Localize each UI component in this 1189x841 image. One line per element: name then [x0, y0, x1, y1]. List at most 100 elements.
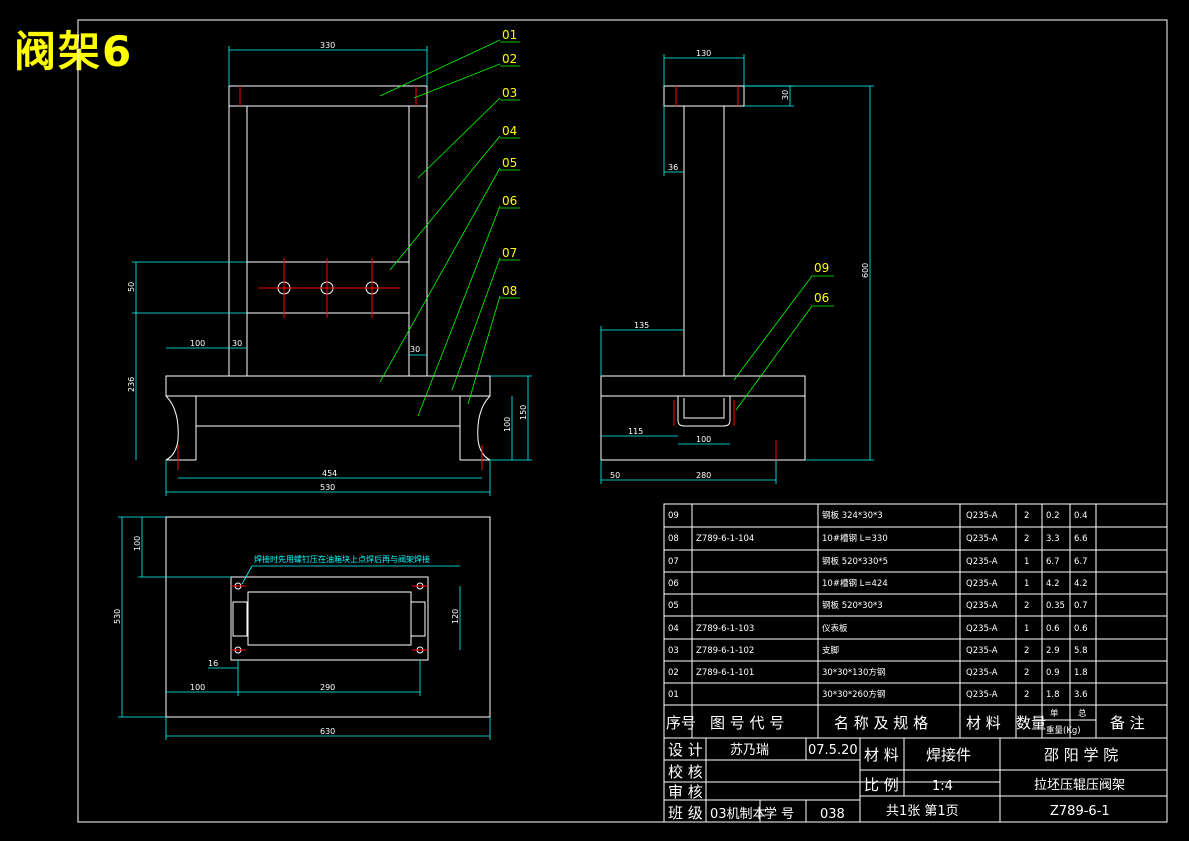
balloon-05: 05	[502, 156, 517, 170]
svg-text:0.6: 0.6	[1074, 624, 1088, 634]
svg-text:Z789-6-1-101: Z789-6-1-101	[696, 668, 754, 678]
header-no: 序号	[666, 714, 696, 732]
svg-text:3.6: 3.6	[1074, 690, 1088, 700]
dim-side-280: 280	[696, 471, 711, 480]
dim-top-630: 630	[320, 727, 335, 736]
svg-text:仪表板: 仪表板	[822, 623, 848, 634]
dim-front-454: 454	[322, 469, 337, 478]
svg-text:03: 03	[668, 646, 679, 656]
svg-text:09: 09	[668, 511, 679, 521]
school-name: 邵 阳 学 院	[1044, 746, 1118, 764]
balloon-02: 02	[502, 52, 517, 66]
balloon-09: 09	[814, 261, 829, 275]
dim-front-330: 330	[320, 41, 335, 50]
svg-text:钢板 324*30*3: 钢板 324*30*3	[822, 510, 883, 521]
svg-text:08: 08	[668, 534, 679, 544]
svg-text:0.35: 0.35	[1046, 601, 1065, 611]
svg-text:07: 07	[668, 557, 679, 567]
drawing-border	[77, 19, 1168, 823]
svg-text:2: 2	[1024, 601, 1029, 611]
svg-text:04: 04	[668, 624, 679, 634]
svg-text:6.7: 6.7	[1046, 557, 1060, 567]
dim-side-600: 600	[861, 263, 870, 278]
svg-text:Q235-A: Q235-A	[966, 511, 998, 521]
svg-text:2: 2	[1024, 534, 1029, 544]
svg-text:Q235-A: Q235-A	[966, 534, 998, 544]
header-total: 总	[1078, 708, 1087, 719]
dim-front-150: 150	[519, 405, 528, 420]
check-label: 校 核	[668, 763, 703, 781]
svg-text:3.3: 3.3	[1046, 534, 1060, 544]
dim-top-120: 120	[451, 609, 460, 624]
svg-text:Q235-A: Q235-A	[966, 601, 998, 611]
dim-side-130: 130	[696, 49, 711, 58]
dim-top-100b: 100	[190, 683, 205, 692]
dim-side-115: 115	[628, 427, 643, 436]
svg-text:30*30*130方钢: 30*30*130方钢	[822, 667, 885, 678]
svg-text:01: 01	[668, 690, 679, 700]
svg-text:2: 2	[1024, 668, 1029, 678]
header-material: 材 料	[966, 714, 1001, 732]
svg-text:Q235-A: Q235-A	[966, 668, 998, 678]
svg-text:Z789-6-1-102: Z789-6-1-102	[696, 646, 754, 656]
header-qty: 数量	[1016, 714, 1046, 732]
balloon-04: 04	[502, 124, 517, 138]
svg-text:Q235-A: Q235-A	[966, 557, 998, 567]
svg-text:1: 1	[1024, 624, 1029, 634]
drawing-number: Z789-6-1	[1050, 804, 1110, 819]
svg-text:0.6: 0.6	[1046, 624, 1060, 634]
svg-text:4.2: 4.2	[1046, 579, 1060, 589]
number-label: 学 号	[764, 806, 794, 822]
welding-note: 焊接时先用螺钉压在油箱块上点焊后再与阀架焊接	[254, 554, 430, 564]
svg-text:Q235-A: Q235-A	[966, 579, 998, 589]
class-value: 03机制本	[710, 807, 766, 822]
balloon-07: 07	[502, 246, 517, 260]
svg-text:1.8: 1.8	[1074, 668, 1088, 678]
svg-text:支脚: 支脚	[822, 645, 839, 656]
dim-front-236: 236	[127, 377, 136, 392]
dim-side-135: 135	[634, 321, 649, 330]
header-name: 名 称 及 规 格	[834, 714, 928, 732]
front-view: 330 50 100 30 236 30 454 530 150 100	[127, 28, 532, 496]
svg-text:Q235-A: Q235-A	[966, 646, 998, 656]
svg-text:0.7: 0.7	[1074, 601, 1088, 611]
balloon-06-side: 06	[814, 291, 829, 305]
svg-text:6.6: 6.6	[1074, 534, 1088, 544]
svg-text:2: 2	[1024, 646, 1029, 656]
svg-text:Q235-A: Q235-A	[966, 690, 998, 700]
svg-text:2: 2	[1024, 690, 1029, 700]
svg-text:钢板 520*30*3: 钢板 520*30*3	[822, 600, 883, 611]
class-label: 班 级	[668, 804, 703, 822]
dim-front-30: 30	[232, 339, 242, 348]
top-view: 530 100 120 16 100 290 630 焊接时先用螺钉压在油箱块上…	[113, 516, 491, 740]
material-value: 焊接件	[926, 746, 971, 764]
number-value: 038	[820, 807, 845, 822]
svg-text:钢板 520*330*5: 钢板 520*330*5	[822, 556, 888, 567]
dim-side-36: 36	[668, 163, 678, 172]
drawing-title: 阀架6	[14, 27, 134, 76]
design-label: 设 计	[668, 741, 703, 759]
dim-side-100: 100	[696, 435, 711, 444]
dim-front-30b: 30	[410, 345, 420, 354]
dim-top-290: 290	[320, 683, 335, 692]
svg-text:1.8: 1.8	[1046, 690, 1060, 700]
svg-text:10#槽钢 L=424: 10#槽钢 L=424	[822, 578, 888, 589]
svg-text:0.9: 0.9	[1046, 668, 1060, 678]
svg-text:10#槽钢 L=330: 10#槽钢 L=330	[822, 533, 888, 544]
svg-text:2.9: 2.9	[1046, 646, 1060, 656]
parts-list: 09 钢板 324*30*3 Q235-A 2 0.2 0.4 08 Z789-…	[663, 503, 1168, 823]
svg-text:1: 1	[1024, 557, 1029, 567]
designer: 苏乃瑞	[730, 742, 769, 758]
svg-text:Z789-6-1-104: Z789-6-1-104	[696, 534, 754, 544]
svg-text:4.2: 4.2	[1074, 579, 1088, 589]
material-label: 材 料	[864, 746, 899, 764]
header-drawing: 图 号 代 号	[710, 714, 784, 732]
svg-text:0.4: 0.4	[1074, 511, 1088, 521]
svg-text:6.7: 6.7	[1074, 557, 1088, 567]
svg-text:06: 06	[668, 579, 679, 589]
balloon-01: 01	[502, 28, 517, 42]
balloon-08: 08	[502, 284, 517, 298]
dim-side-30: 30	[781, 90, 790, 100]
svg-text:30*30*260方钢: 30*30*260方钢	[822, 689, 885, 700]
